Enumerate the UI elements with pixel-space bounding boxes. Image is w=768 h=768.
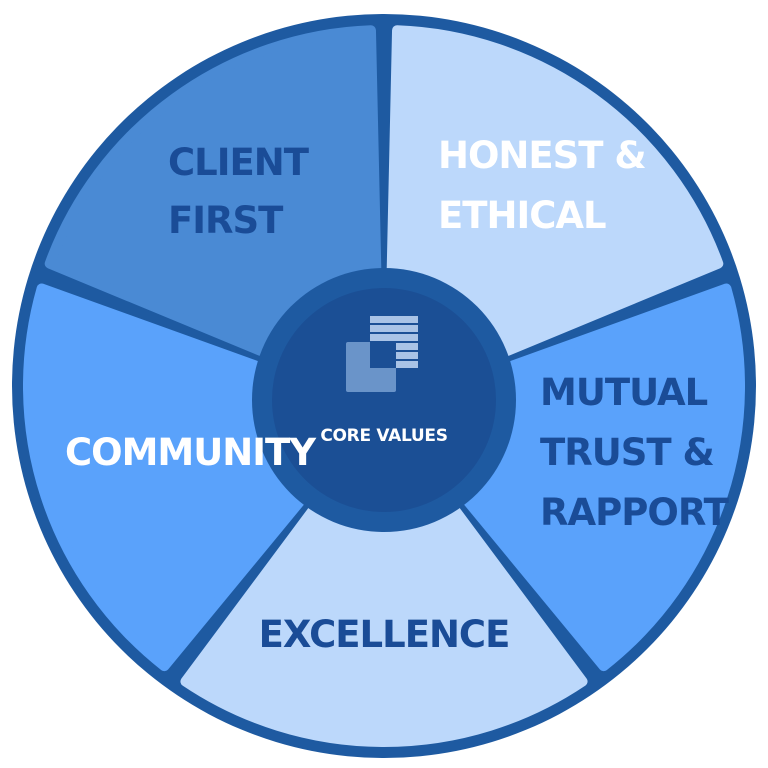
segments-group [23, 25, 745, 747]
label-mutual-trust-rapport: MUTUAL TRUST & RAPPORT [540, 371, 730, 534]
label-excellence: EXCELLENCE [259, 613, 510, 656]
label-client-first: CLIENT FIRST [168, 141, 320, 242]
label-honest-ethical: HONEST & ETHICAL [438, 134, 658, 237]
label-community: COMMUNITY [65, 431, 317, 474]
center-label: CORE VALUES [320, 426, 447, 446]
center-hub [272, 288, 496, 512]
stacked-squares-logo-icon [346, 316, 418, 392]
